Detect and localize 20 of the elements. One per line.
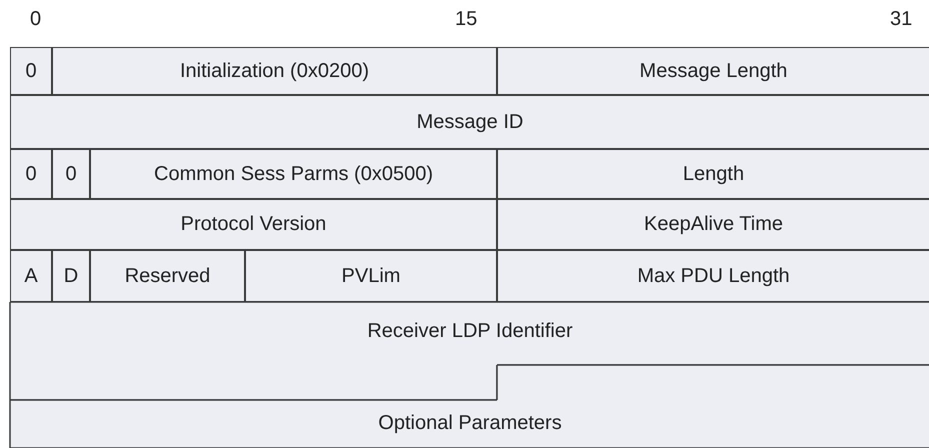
bit-number: 15 xyxy=(455,8,478,31)
bit-field: 0 xyxy=(52,149,90,199)
length-field: Message Length xyxy=(497,47,929,95)
bit-field: 0 xyxy=(10,149,52,199)
identifier-field: Receiver LDP Identifier xyxy=(10,302,929,400)
limit-field: PVLim xyxy=(245,250,497,302)
bit-number: 31 xyxy=(890,8,912,31)
length-field: Length xyxy=(497,149,929,199)
bit-number: 0 xyxy=(30,8,42,31)
message-id-field: Message ID xyxy=(10,95,929,149)
message-type-field: Initialization (0x0200) xyxy=(52,47,497,95)
bit-field: 0 xyxy=(10,47,52,95)
flag-field: D xyxy=(52,250,90,302)
reserved-field: Reserved xyxy=(90,250,245,302)
flag-field: A xyxy=(10,250,52,302)
version-field: Protocol Version xyxy=(10,199,497,250)
parameters-field: Optional Parameters xyxy=(10,365,929,448)
length-field: Max PDU Length xyxy=(497,250,929,302)
time-field: KeepAlive Time xyxy=(497,199,929,250)
tlv-type-field: Common Sess Parms (0x0500) xyxy=(90,149,497,199)
